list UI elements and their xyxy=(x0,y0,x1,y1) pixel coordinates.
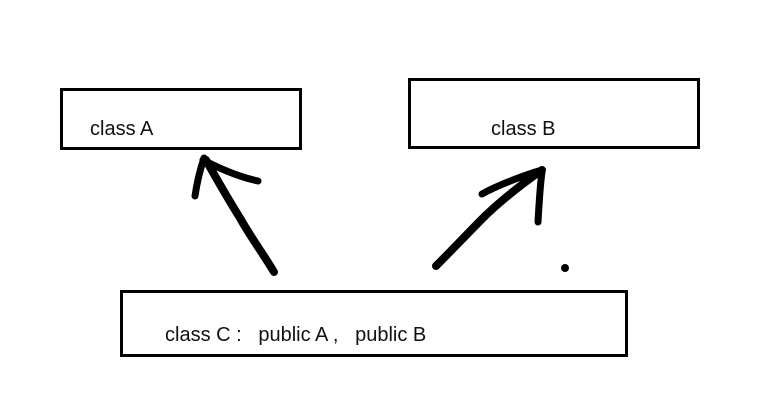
arrow-c-to-a-head-left xyxy=(191,154,208,200)
class-a-label: class A xyxy=(90,118,154,140)
arrow-c-to-b-head-top xyxy=(478,166,546,198)
arrow-c-to-b-head-bottom xyxy=(534,168,546,226)
arrow-c-to-a-head-right xyxy=(199,156,262,185)
class-c-label: class C : public A , public B xyxy=(165,324,427,346)
arrow-c-to-a xyxy=(191,154,278,276)
arrow-c-to-b-shaft xyxy=(432,166,546,270)
arrow-c-to-b xyxy=(432,166,546,270)
class-b-box: class B xyxy=(408,78,700,149)
class-a-box: class A xyxy=(60,88,302,150)
arrow-c-to-a-shaft xyxy=(202,156,278,276)
class-c-box: class C : public A , public B xyxy=(120,290,628,357)
class-b-label: class B xyxy=(491,118,556,140)
stray-dot xyxy=(561,264,569,272)
